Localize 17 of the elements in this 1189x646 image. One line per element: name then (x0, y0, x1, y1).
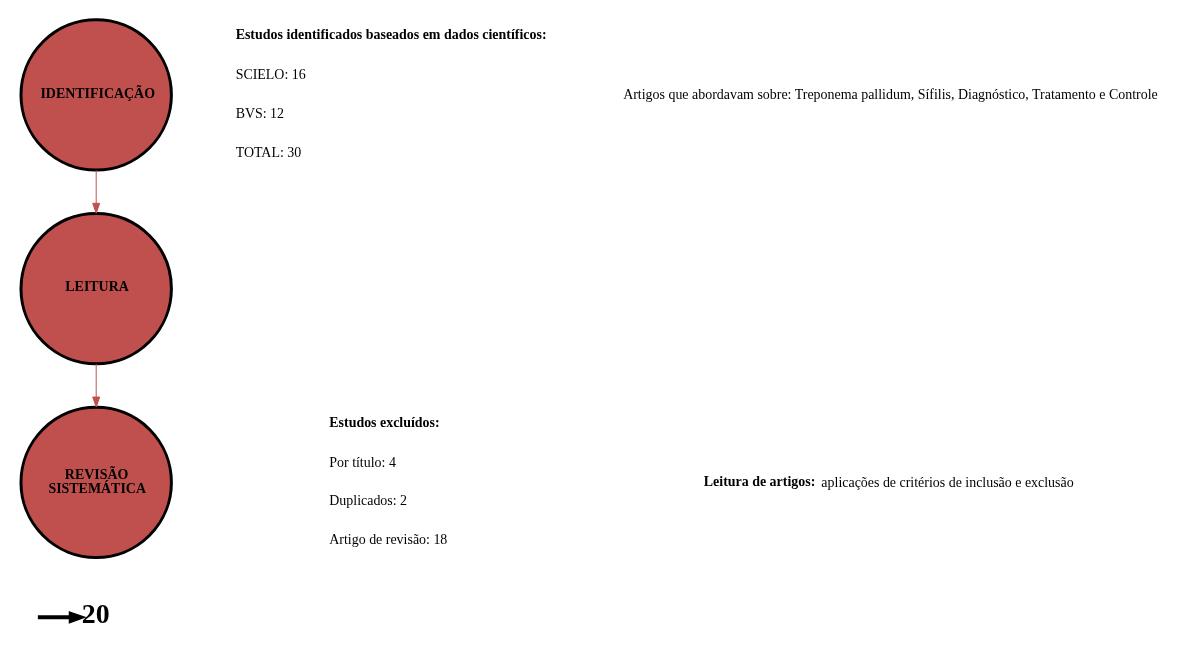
label: Duplicados: 2 (329, 493, 408, 509)
label: Estudos excluídos: (329, 414, 440, 430)
label: Estudos identificados baseados em dados científicos: (235, 27, 547, 43)
label: Artigo de revisão: 18 (329, 532, 448, 548)
label: SCIELO: 16 (235, 67, 306, 83)
arrow (92, 363, 101, 408)
label: Leitura de artigos: aplicações de critérios de inclusão e exclusão (703, 473, 1074, 490)
label: Artigos que abordavam sobre: Treponema pallidum, Sífilis, Diagnóstico, Tratamento e Controle (623, 87, 1158, 103)
node-circle: REVISÃO SISTEMÁTICA (19, 405, 173, 560)
node-circle: IDENTIFICAÇÃO (19, 18, 173, 172)
label: BVS: 12 (235, 106, 285, 121)
label: Por título: 4 (329, 454, 396, 470)
arrow (92, 169, 101, 214)
label: TOTAL: 30 (235, 144, 302, 160)
node-text: 20 (81, 598, 110, 630)
arrow (37, 611, 87, 624)
node-circle: LEITURA (19, 211, 173, 366)
